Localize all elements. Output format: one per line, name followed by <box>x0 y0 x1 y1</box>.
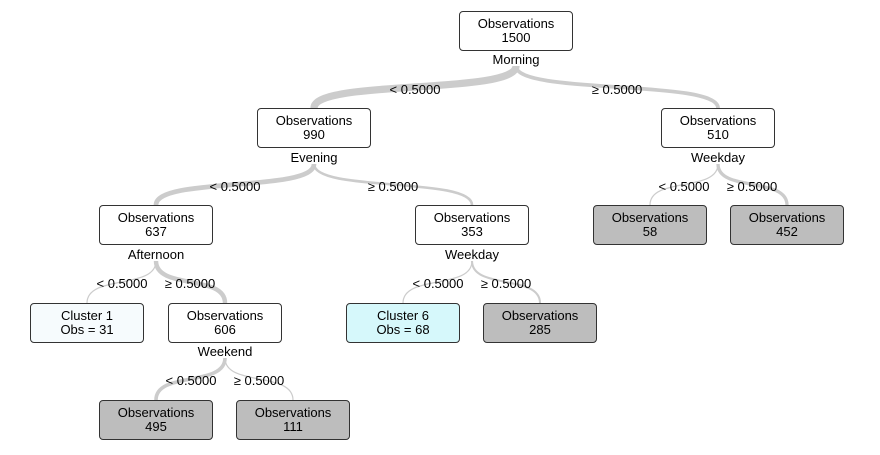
node-title: Observations <box>477 16 555 31</box>
node-count: 285 <box>529 322 551 337</box>
leaf-node-111: Observations 111 <box>236 400 350 440</box>
edge-label-greater-equal: ≥ 0.5000 <box>591 82 643 97</box>
edge-label-less: < 0.5000 <box>412 276 464 291</box>
leaf-node-58: Observations 58 <box>593 205 707 245</box>
tree-edge-n2-n5 <box>312 163 474 206</box>
edge-label-greater-equal: ≥ 0.5000 <box>164 276 216 291</box>
split-variable-weekday: Weekday <box>445 247 499 262</box>
node-count: 353 <box>461 224 483 239</box>
node-count: 1500 <box>501 30 531 45</box>
leaf-cluster-6: Cluster 6 Obs = 68 <box>346 303 460 343</box>
node-count: 637 <box>145 224 167 239</box>
node-weekend-split: Observations 606 <box>168 303 282 343</box>
node-title: Cluster 1 <box>60 308 114 323</box>
edge-label-less: < 0.5000 <box>389 82 441 97</box>
leaf-node-495: Observations 495 <box>99 400 213 440</box>
node-title: Observations <box>186 308 264 323</box>
tree-edge-n3-n7 <box>716 163 789 206</box>
node-count: 990 <box>303 127 325 142</box>
tree-edge-n5-n10 <box>402 260 473 304</box>
node-title: Observations <box>254 405 332 420</box>
tree-edge-n4-n8 <box>86 260 157 304</box>
node-weekday-split-middle: Observations 353 <box>415 205 529 245</box>
node-count: Obs = 68 <box>376 322 430 337</box>
leaf-node-452: Observations 452 <box>730 205 844 245</box>
node-title: Observations <box>679 113 757 128</box>
leaf-cluster-1: Cluster 1 Obs = 31 <box>30 303 144 343</box>
node-title: Observations <box>433 210 511 225</box>
leaf-node-285: Observations 285 <box>483 303 597 343</box>
node-count: Obs = 31 <box>60 322 114 337</box>
node-title: Observations <box>501 308 579 323</box>
node-title: Observations <box>275 113 353 128</box>
node-title: Observations <box>748 210 826 225</box>
node-afternoon-split: Observations 637 <box>99 205 213 245</box>
tree-edge-n9-n13 <box>224 357 294 401</box>
node-count: 452 <box>776 224 798 239</box>
tree-edge-n2-n4 <box>153 163 317 206</box>
node-root: Observations 1500 <box>459 11 573 51</box>
node-count: 58 <box>642 224 658 239</box>
edge-label-less: < 0.5000 <box>165 373 217 388</box>
edge-label-greater-equal: ≥ 0.5000 <box>480 276 532 291</box>
tree-edge-n9-n12 <box>154 357 227 401</box>
edge-label-less: < 0.5000 <box>658 179 710 194</box>
tree-edge-n3-n6 <box>649 163 719 206</box>
tree-edge-n5-n11 <box>470 260 542 304</box>
node-count: 606 <box>214 322 236 337</box>
node-count: 495 <box>145 419 167 434</box>
node-title: Observations <box>117 405 195 420</box>
node-title: Cluster 6 <box>376 308 430 323</box>
node-evening-split: Observations 990 <box>257 108 371 148</box>
edge-label-greater-equal: ≥ 0.5000 <box>233 373 285 388</box>
node-count: 111 <box>283 419 303 434</box>
edge-label-less: < 0.5000 <box>96 276 148 291</box>
node-title: Observations <box>117 210 195 225</box>
split-variable-weekday: Weekday <box>691 150 745 165</box>
node-count: 510 <box>707 127 729 142</box>
tree-edge-n1-n2 <box>310 64 520 110</box>
tree-edge-n1-n3 <box>514 65 720 109</box>
tree-edge-n4-n9 <box>153 260 228 304</box>
edge-label-less: < 0.5000 <box>209 179 261 194</box>
edge-label-greater-equal: ≥ 0.5000 <box>367 179 419 194</box>
node-weekday-split-right: Observations 510 <box>661 108 775 148</box>
edge-label-greater-equal: ≥ 0.5000 <box>726 179 778 194</box>
split-variable-evening: Evening <box>290 150 338 165</box>
split-variable-afternoon: Afternoon <box>127 247 185 262</box>
split-variable-weekend: Weekend <box>197 344 253 359</box>
node-title: Observations <box>611 210 689 225</box>
split-variable-morning: Morning <box>492 52 540 67</box>
